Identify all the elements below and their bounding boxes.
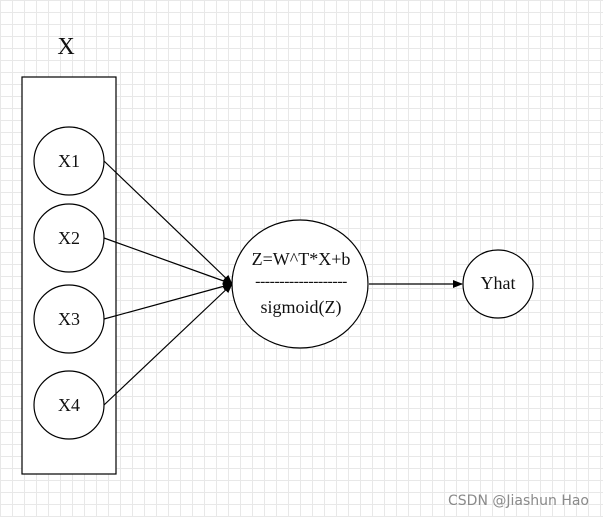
neuron-activation: sigmoid(Z) (260, 297, 342, 317)
input-group-title: X (57, 34, 75, 60)
edge-x3-neuron (103, 282, 233, 320)
edge-x2-neuron (103, 237, 233, 285)
neuron-node (231, 219, 369, 349)
input-label-x4: X4 (58, 395, 80, 415)
input-label-x2: X2 (58, 228, 80, 248)
output-label: Yhat (480, 273, 516, 293)
neuron-separator: ------------------- (255, 273, 347, 290)
neuron-formula: Z=W^T*X+b (251, 249, 351, 269)
watermark-text: CSDN @Jiashun Hao (448, 493, 589, 509)
input-label-x3: X3 (58, 309, 80, 329)
input-label-x1: X1 (58, 151, 80, 171)
edge-x4-neuron (103, 283, 233, 406)
edge-x1-neuron (103, 160, 233, 285)
output-node (462, 249, 534, 319)
